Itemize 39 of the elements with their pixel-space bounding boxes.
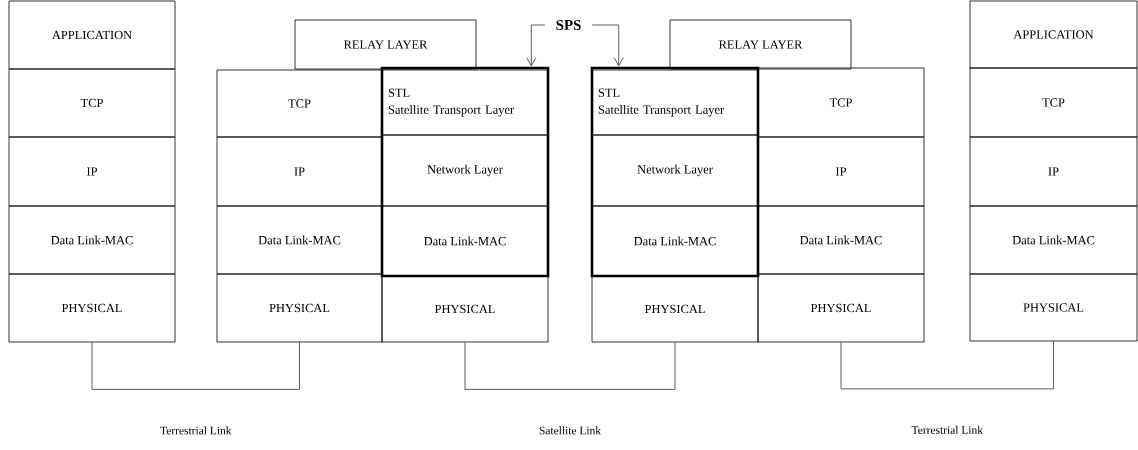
layer-box: PHYSICAL [216,273,383,343]
layer-box: PHYSICAL [591,275,759,343]
layer-box: PHYSICAL [969,273,1138,342]
layer-box: Data Link-MAC [969,205,1138,275]
layer-box: IP [757,136,925,207]
outline-frame [380,66,550,278]
edge-label: Terrestrial Link [159,425,233,436]
layer-box: IP [8,136,176,207]
layer-box: Data Link-MAC [757,205,925,275]
layer-box: STL Satellite Transport Layer [591,69,759,136]
link-line [464,341,676,390]
layer-box: Network Layer [381,134,549,207]
link-line [91,341,300,390]
outline-frame [590,66,760,278]
layer-box: Data Link-MAC [8,205,176,275]
layer-box: PHYSICAL [8,273,176,343]
layer-box: PHYSICAL [381,275,549,343]
arrow [526,24,546,67]
edge-label: Terrestrial Link [910,424,984,435]
layer-box: TCP [969,67,1138,138]
relay-box: RELAY LAYER [294,19,477,70]
relay-box: RELAY LAYER [669,19,852,70]
layer-box: TCP [757,67,925,138]
layer-box: APPLICATION [8,0,176,70]
layer-box: PHYSICAL [757,273,925,343]
layer-box: IP [216,136,383,207]
edge-label: Satellite Link [538,425,603,436]
arrow [591,24,624,67]
layer-box: TCP [216,69,383,138]
layer-box: IP [969,136,1138,207]
layer-box: TCP [8,68,176,138]
layer-box: STL Satellite Transport Layer [381,69,549,136]
layer-box: Data Link-MAC [381,205,549,277]
link-line [840,340,1054,390]
callout-label: SPS [556,20,581,30]
layer-box: Data Link-MAC [591,205,759,277]
layer-box: APPLICATION [969,0,1138,69]
layer-box: Network Layer [591,134,759,207]
layer-box: Data Link-MAC [216,205,383,275]
